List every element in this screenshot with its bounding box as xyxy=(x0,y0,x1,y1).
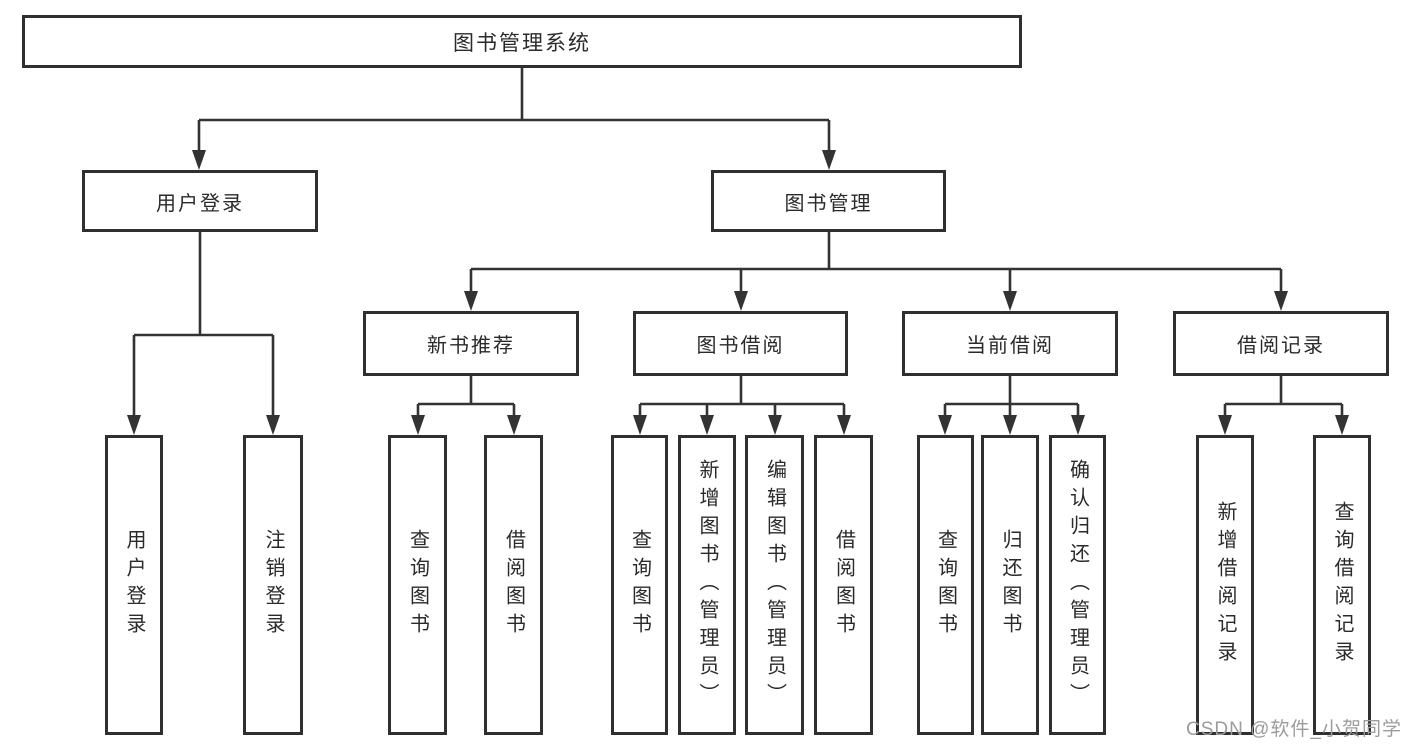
node-book-borrow: 图书借阅 xyxy=(633,311,848,376)
arrow-down-icon xyxy=(127,415,141,435)
leaf-add-borrow-record: 新增借阅记录 xyxy=(1196,435,1254,735)
leaf-label: 确认归还（管理员） xyxy=(1066,459,1089,711)
arrow-down-icon xyxy=(768,415,782,435)
arrow-down-icon xyxy=(938,415,952,435)
leaf-return-book: 归还图书 xyxy=(981,435,1039,735)
leaf-label: 用户登录 xyxy=(123,529,145,641)
leaf-borrow-book-recommend: 借阅图书 xyxy=(484,435,543,735)
node-current-borrow: 当前借阅 xyxy=(902,311,1118,376)
leaf-label: 查询借阅记录 xyxy=(1331,501,1353,669)
arrow-down-icon xyxy=(464,291,478,311)
node-new-book-recommend: 新书推荐 xyxy=(363,311,579,376)
connector-root xyxy=(192,68,836,170)
connector-new-book-recommend xyxy=(411,376,521,435)
leaf-label: 查询图书 xyxy=(406,529,429,641)
leaf-label: 归还图书 xyxy=(999,529,1021,641)
leaf-edit-book-admin: 编辑图书（管理员） xyxy=(745,435,804,735)
arrow-down-icon xyxy=(822,150,836,170)
leaf-query-book-recommend: 查询图书 xyxy=(388,435,447,735)
leaf-query-book: 查询图书 xyxy=(611,435,668,735)
leaf-logout: 注销登录 xyxy=(243,435,303,735)
arrow-down-icon xyxy=(1003,291,1017,311)
arrow-down-icon xyxy=(411,415,425,435)
arrow-down-icon xyxy=(266,415,280,435)
node-user-login: 用户登录 xyxy=(82,170,318,232)
node-book-management: 图书管理 xyxy=(711,170,946,232)
arrow-down-icon xyxy=(1071,415,1085,435)
arrow-down-icon xyxy=(1218,415,1232,435)
leaf-label: 新增借阅记录 xyxy=(1214,501,1236,669)
leaf-query-borrow-record: 查询借阅记录 xyxy=(1313,435,1371,735)
connector-borrow-records xyxy=(1218,376,1349,435)
leaf-query-current: 查询图书 xyxy=(917,435,974,735)
connector-book-management xyxy=(464,232,1288,311)
arrow-down-icon xyxy=(1003,415,1017,435)
leaf-label: 编辑图书（管理员） xyxy=(763,459,786,711)
leaf-add-book-admin: 新增图书（管理员） xyxy=(678,435,736,735)
arrow-down-icon xyxy=(507,415,521,435)
watermark: CSDN @软件_小贺同学 xyxy=(1186,719,1402,740)
leaf-label: 注销登录 xyxy=(262,529,284,641)
arrow-down-icon xyxy=(633,415,647,435)
arrow-down-icon xyxy=(700,415,714,435)
leaf-label: 借阅图书 xyxy=(832,529,855,641)
connector-user-login xyxy=(127,232,280,435)
leaf-label: 借阅图书 xyxy=(502,529,525,641)
arrow-down-icon xyxy=(1335,415,1349,435)
arrow-down-icon xyxy=(1274,291,1288,311)
leaf-borrow-book: 借阅图书 xyxy=(814,435,873,735)
node-root: 图书管理系统 xyxy=(22,15,1022,68)
leaf-label: 查询图书 xyxy=(934,529,957,641)
leaf-user-login: 用户登录 xyxy=(105,435,163,735)
arrow-down-icon xyxy=(192,150,206,170)
leaf-label: 查询图书 xyxy=(628,529,651,641)
node-borrow-records: 借阅记录 xyxy=(1173,311,1389,376)
arrow-down-icon xyxy=(734,291,748,311)
arrow-down-icon xyxy=(837,415,851,435)
connector-current-borrow xyxy=(938,376,1085,435)
connector-book-borrow xyxy=(633,376,851,435)
leaf-label: 新增图书（管理员） xyxy=(696,459,718,711)
leaf-confirm-return-admin: 确认归还（管理员） xyxy=(1049,435,1106,735)
